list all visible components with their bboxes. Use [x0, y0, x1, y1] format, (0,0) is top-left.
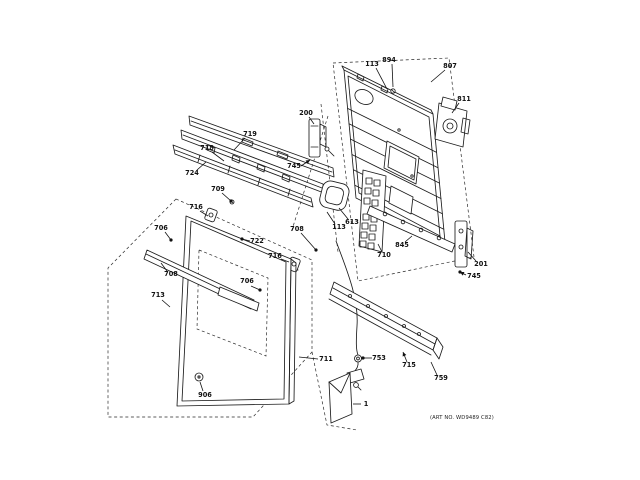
- hinge-tab: [356, 73, 365, 82]
- clip-left: [204, 207, 218, 223]
- callout-710[interactable]: 710: [377, 243, 391, 259]
- callout-1[interactable]: 1: [353, 400, 369, 408]
- part-number-label: 718: [200, 144, 214, 152]
- part-number-label: 113: [332, 223, 346, 231]
- part-number-label: 811: [457, 95, 471, 103]
- vent-opening: [354, 89, 374, 105]
- callout-113[interactable]: 113: [365, 60, 388, 90]
- mounting-bracket-left: [308, 118, 335, 158]
- part-number-label: 200: [299, 109, 313, 117]
- part-number-label: 845: [395, 241, 409, 249]
- part-number-label: 719: [243, 130, 257, 138]
- part-number-label: 745: [467, 272, 481, 280]
- part-number-label: 613: [345, 218, 359, 226]
- wire-harness: [335, 240, 365, 391]
- callout-724[interactable]: 724: [185, 161, 207, 177]
- part-number-label: 724: [185, 169, 199, 177]
- door-handle: [143, 249, 260, 312]
- callout-745[interactable]: 745: [458, 270, 481, 280]
- part-number-label: 753: [372, 354, 386, 362]
- callout-718[interactable]: 718: [200, 144, 225, 162]
- callout-745[interactable]: 745: [287, 159, 311, 170]
- wire-grommet: [354, 354, 362, 363]
- part-number-label: 706: [240, 277, 254, 285]
- callout-759[interactable]: 759: [430, 361, 448, 382]
- callout-613[interactable]: 613: [338, 207, 359, 226]
- bottom-parts: [328, 240, 444, 424]
- callout-709[interactable]: 709: [211, 185, 233, 203]
- escutcheon-bar-middle: [180, 129, 325, 194]
- callout-845[interactable]: 845: [395, 235, 413, 249]
- part-number-label: 759: [434, 374, 448, 382]
- top-clip-113: [380, 85, 389, 94]
- part-number-label: 713: [151, 291, 165, 299]
- outer-door-assembly: [107, 115, 358, 431]
- door-inner-dashed-outline: [196, 249, 269, 357]
- part-number-label: 710: [377, 251, 391, 259]
- callout-706[interactable]: 706: [154, 224, 173, 242]
- part-number-label: 894: [382, 56, 396, 64]
- callout-708[interactable]: 708: [160, 262, 178, 278]
- part-number-label: 711: [319, 355, 333, 363]
- literature-envelope: [328, 372, 353, 424]
- escutcheon-bar-bottom: [172, 144, 314, 208]
- callout-753[interactable]: 753: [361, 354, 386, 362]
- dispenser-module: [434, 96, 471, 148]
- callout-894[interactable]: 894: [382, 56, 396, 88]
- screw-894: [390, 88, 396, 94]
- part-number-label: 715: [402, 361, 416, 369]
- part-number-label: 807: [443, 62, 457, 70]
- part-number-label: 113: [365, 60, 379, 68]
- part-number-label: 201: [474, 260, 488, 268]
- bottom-group-boundary: [311, 351, 358, 431]
- panel-recess: [383, 140, 420, 185]
- part-number-label: 709: [211, 185, 225, 193]
- callout-716[interactable]: 716: [268, 252, 290, 263]
- part-number-label: 706: [154, 224, 168, 232]
- art-number: (ART NO. WD9489 C82): [430, 415, 494, 421]
- access-panel: [328, 281, 444, 360]
- callout-713[interactable]: 713: [151, 291, 171, 308]
- callout-715[interactable]: 715: [402, 351, 416, 369]
- part-number-label: 716: [268, 252, 282, 260]
- callout-113[interactable]: 113: [326, 211, 346, 231]
- mounting-bracket-right: [454, 220, 474, 268]
- callout-706[interactable]: 706: [240, 277, 262, 292]
- callout-722[interactable]: 722: [240, 237, 264, 245]
- logo-badge: [194, 372, 204, 382]
- callout-201[interactable]: 201: [467, 251, 488, 268]
- part-callouts: 719 718 724 709 716 706 722 716 708 706 713 711 906 1…: [151, 56, 488, 408]
- callout-807[interactable]: 807: [430, 62, 457, 83]
- callout-711[interactable]: 711: [298, 355, 333, 363]
- callout-708[interactable]: 708: [290, 225, 318, 252]
- callout-716[interactable]: 716: [189, 203, 209, 217]
- escutcheon-bar-top: [188, 115, 335, 178]
- part-number-label: 722: [250, 237, 264, 245]
- outer-door-panel: [176, 215, 297, 407]
- part-number-label: 708: [164, 270, 178, 278]
- callout-906[interactable]: 906: [198, 381, 212, 399]
- part-number-label: 708: [290, 225, 304, 233]
- control-board-strip: [366, 205, 456, 253]
- outer-door-assembly-boundary: [107, 198, 313, 418]
- part-number-label: 906: [198, 391, 212, 399]
- callout-200[interactable]: 200: [299, 109, 315, 125]
- part-number-label: 1: [364, 400, 369, 408]
- inner-door-assembly: [290, 57, 475, 282]
- window-gasket: [319, 180, 350, 211]
- part-number-label: 745: [287, 162, 301, 170]
- callout-719[interactable]: 719: [233, 130, 257, 151]
- part-number-label: 716: [189, 203, 203, 211]
- callout-811[interactable]: 811: [451, 95, 471, 114]
